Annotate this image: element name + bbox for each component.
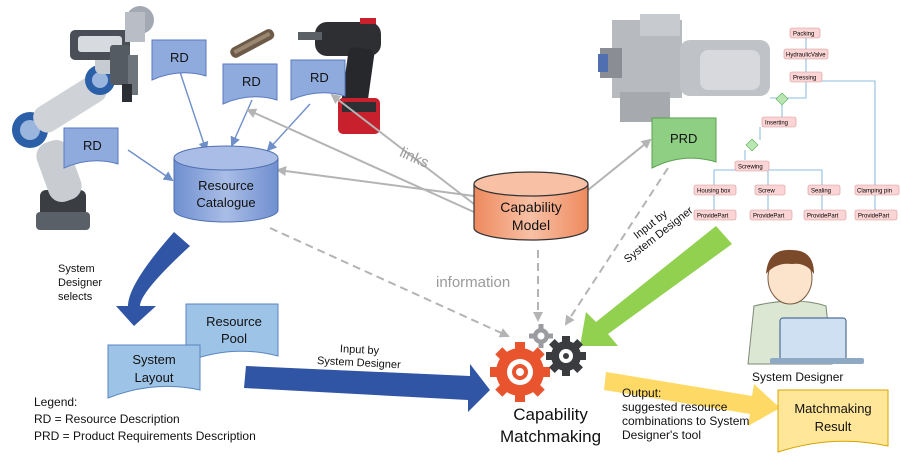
svg-text:ProvidePart: ProvidePart [753,214,785,220]
input-by-system-designer-right-arrow [580,226,732,346]
input-by-system-designer-left-arrow [244,364,490,412]
process-decision-1 [775,92,789,106]
svg-text:Layout: Layout [134,370,173,385]
svg-text:Resource: Resource [206,314,262,329]
output-line-2: suggested resource [622,400,728,414]
svg-text:Screwing: Screwing [738,165,763,171]
pin-illustration [230,29,275,58]
svg-text:PRD: PRD [670,131,697,146]
rd-document-1: RD [151,39,207,81]
svg-text:ProvidePart: ProvidePart [858,214,890,220]
svg-text:Housing box: Housing box [697,189,730,195]
selects-line-3: selects [58,291,93,303]
system-designer-label: System Designer [752,370,844,384]
legend-rd: RD = Resource Description [34,412,180,426]
svg-text:Result: Result [815,419,852,434]
svg-text:Sealing: Sealing [811,189,831,195]
input-by-left-label: Input by System Designer [317,342,402,372]
resource-pool-document: Resource Pool [185,303,279,363]
process-node-providepart-1: ProvidePart [693,209,737,221]
prd-document: PRD [651,117,717,169]
robot-arm-illustration [12,6,154,230]
process-node-hydraulicvalve: HydraulicValve [783,48,829,60]
rd-document-4: RD [63,127,119,169]
svg-text:System: System [132,352,175,367]
process-node-pressing: Pressing [789,71,823,83]
svg-text:RD: RD [310,70,329,85]
svg-text:Matchmaking: Matchmaking [794,401,871,416]
svg-text:RD: RD [170,50,189,65]
resource-catalogue-cylinder: Resource Catalogue [173,145,279,223]
svg-text:ProvidePart: ProvidePart [807,214,839,220]
links-arrows [246,93,652,213]
svg-text:Catalogue: Catalogue [196,195,255,210]
rd-document-3: RD [290,59,346,101]
svg-text:Packing: Packing [793,32,814,38]
process-node-providepart-4: ProvidePart [854,209,898,221]
system-designer-avatar [747,249,864,365]
system-layout-document: System Layout [107,344,201,399]
legend-prd: PRD = Product Requirements Description [34,429,256,443]
process-node-packing: Packing [789,27,821,39]
system-designer-selects-arrow [116,232,190,326]
process-node-inserting: Inserting [761,116,797,128]
process-graph: Packing HydraulicValve Pressing Insertin… [693,27,900,221]
svg-text:Inserting: Inserting [765,121,788,127]
svg-text:RD: RD [83,138,102,153]
hydraulic-valve-illustration [598,14,770,122]
legend-title: Legend: [34,395,78,409]
svg-text:HydraulicValve: HydraulicValve [786,53,826,59]
matchmaking-line-2: Matchmaking [500,427,602,446]
system-designer-selects-label: System Designer selects [58,262,102,304]
process-node-sealing: Sealing [807,184,841,196]
output-arrow [604,372,780,426]
process-node-screw: Screw [754,184,786,196]
svg-text:Screw: Screw [758,189,775,195]
selects-line-2: Designer [58,277,103,289]
process-node-screwing: Screwing [734,160,770,172]
output-line-3: combinations to System [622,414,750,428]
svg-text:ProvidePart: ProvidePart [697,214,729,220]
matchmaking-result-document: Matchmaking Result [777,389,889,453]
svg-text:Clamping pin: Clamping pin [857,189,892,195]
capability-matchmaking-gears-icon [490,324,586,402]
process-node-providepart-2: ProvidePart [749,209,793,221]
capability-matchmaking-label: Capability Matchmaking [500,404,601,448]
information-arrows [269,167,669,338]
process-decision-2 [745,138,759,152]
svg-text:Pool: Pool [221,331,247,346]
legend: Legend: RD = Resource Description PRD = … [34,394,256,445]
matchmaking-line-1: Capability [513,405,588,424]
selects-line-1: System [58,263,95,275]
output-label: Output: suggested resource combinations … [622,386,749,442]
capability-model-cylinder: Capability Model [473,171,589,241]
svg-text:Resource: Resource [198,178,254,193]
rd-document-2: RD [222,63,278,105]
information-label: information [436,274,511,291]
rd-to-catalogue-arrows [127,71,311,182]
process-node-clamping-pin: Clamping pin [854,184,900,196]
svg-text:RD: RD [242,74,261,89]
output-line-1: Output: [622,386,662,400]
svg-text:Pressing: Pressing [793,76,816,82]
svg-text:Capability: Capability [500,199,561,215]
process-node-providepart-3: ProvidePart [803,209,847,221]
output-line-4: Designer's tool [622,428,701,442]
process-node-housing-box: Housing box [693,184,737,196]
svg-text:Model: Model [512,217,550,233]
